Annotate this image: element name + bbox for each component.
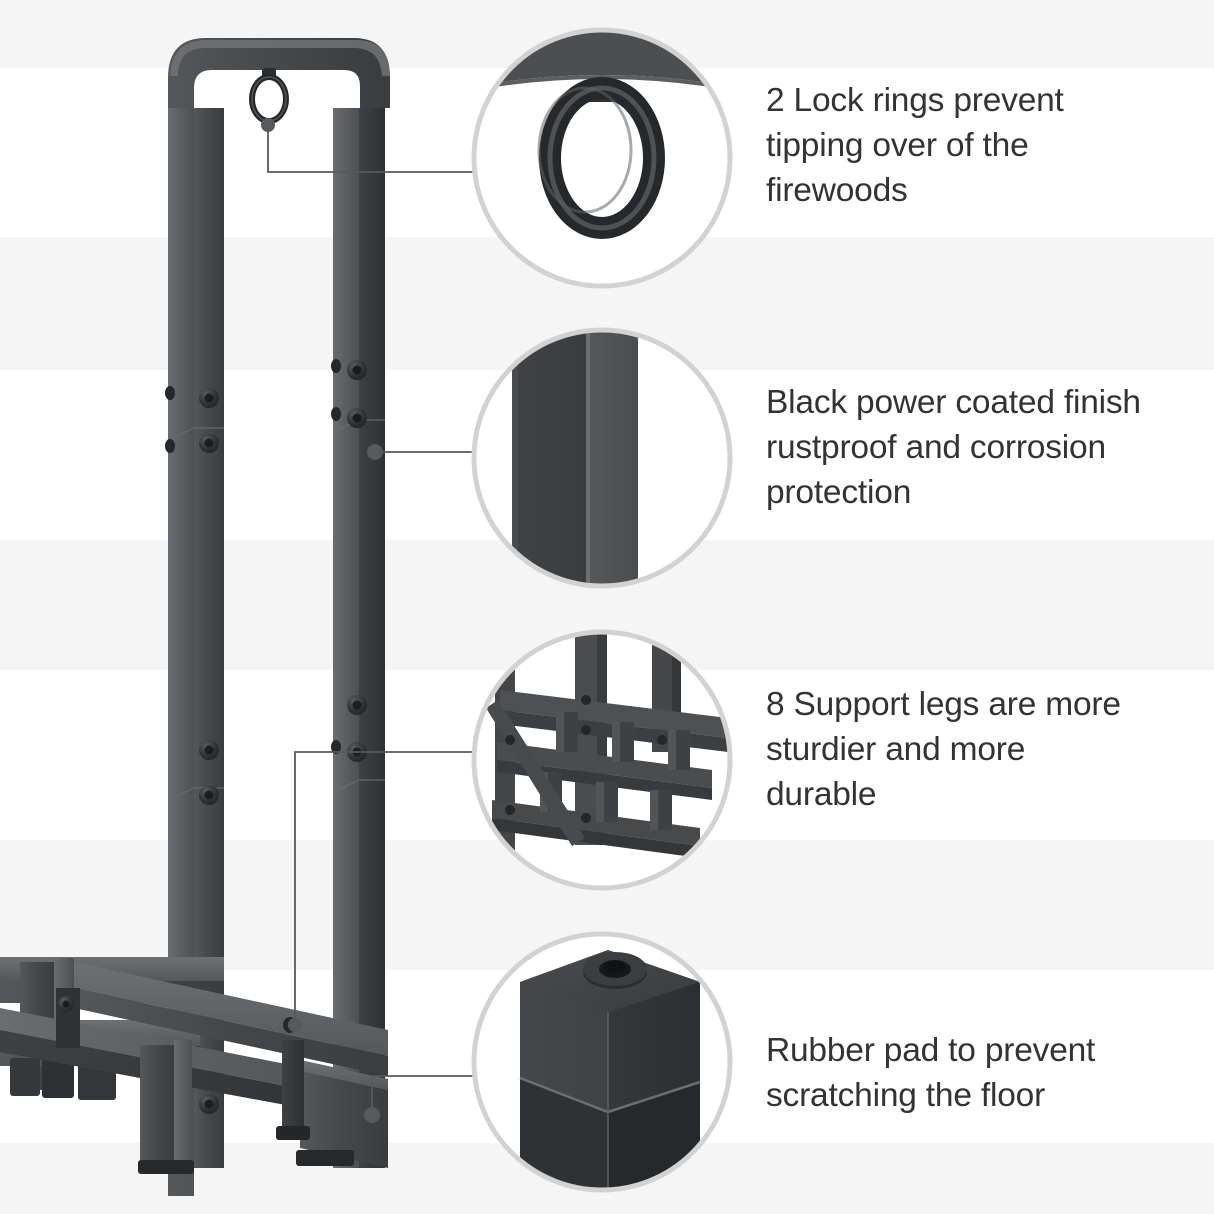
leader-line-2 bbox=[367, 444, 478, 460]
callout-text-rubber-pad: Rubber pad to prevent scratching the flo… bbox=[766, 1032, 1096, 1114]
detail-circle-rubber-pad bbox=[471, 931, 733, 1193]
callout-text-support-legs: 8 Support legs are more sturdier and mor… bbox=[766, 686, 1121, 813]
rack-base-frame bbox=[0, 957, 388, 1174]
detail-circle-powder-coat bbox=[471, 327, 733, 589]
leader-line-3 bbox=[288, 751, 478, 1032]
detail-circle-support-legs bbox=[471, 629, 733, 891]
post-bolts-left bbox=[165, 386, 219, 1114]
callout-text-lock-rings: 2 Lock rings prevent tipping over of the… bbox=[766, 82, 1064, 209]
leader-line-4 bbox=[364, 1075, 478, 1123]
callout-text-powder-coat: Black power coated finish rustproof and … bbox=[766, 384, 1141, 511]
leader-line-1 bbox=[261, 118, 478, 173]
detail-circle-lock-ring bbox=[471, 27, 733, 289]
